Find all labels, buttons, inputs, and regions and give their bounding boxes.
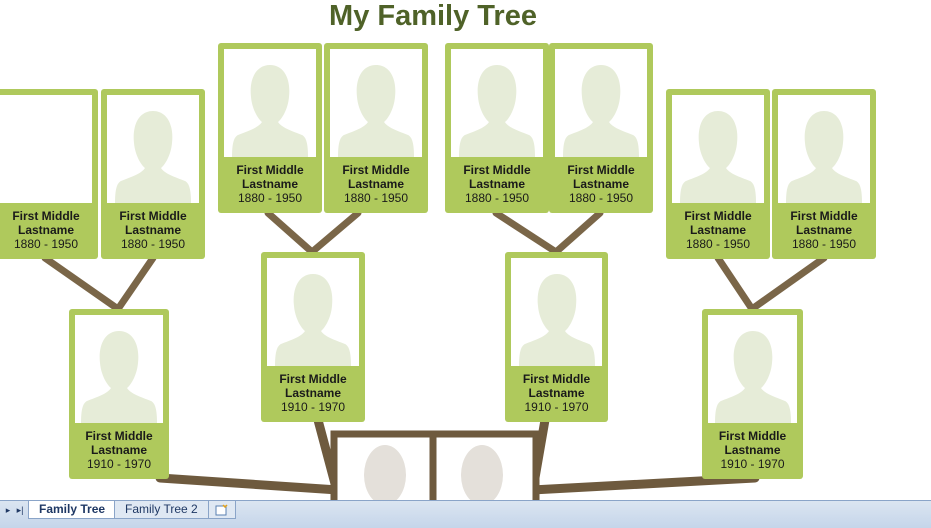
parent-silhouette-icon [461,445,503,500]
person-years: 1910 - 1970 [524,400,589,414]
person-name: First Middle [342,163,410,177]
person-years: 1880 - 1950 [791,237,857,251]
person-years: 1880 - 1950 [237,191,303,205]
sheet-tab-bar: ▸ ▸| Family Tree Family Tree 2 [0,500,931,528]
person-silhouette-icon [275,274,351,366]
person-surname: Lastname [241,177,299,191]
photo-frame[interactable] [672,95,764,203]
parent-silhouette-icon [364,445,406,500]
person-name: First Middle [279,372,347,386]
photo-frame[interactable] [224,49,316,157]
person-silhouette-icon [338,65,414,157]
tab-family-tree-2[interactable]: Family Tree 2 [114,501,209,519]
person-name: First Middle [567,163,635,177]
person-silhouette-icon [680,111,756,203]
tab-family-tree[interactable]: Family Tree [28,501,117,519]
photo-frame[interactable] [555,49,647,157]
great-grandparent-card[interactable]: First Middle Lastname 1880 - 1950 [0,89,98,259]
person-silhouette-icon [518,274,595,366]
person-silhouette-icon [232,65,308,157]
person-surname: Lastname [90,443,148,457]
grandparent-card[interactable]: First Middle Lastname 1910 - 1970 [69,309,169,479]
person-name: First Middle [522,372,591,386]
person-silhouette-icon [563,65,639,157]
person-surname: Lastname [468,177,526,191]
worksheet-canvas: My Family Tree First Middle Lastname 188 [0,0,876,500]
person-surname: Lastname [689,223,747,237]
great-grandparent-card[interactable]: First Middle Lastname 1880 - 1950 [549,43,653,213]
great-grandparent-card[interactable]: First Middle Lastname 1880 - 1950 [324,43,428,213]
person-years: 1880 - 1950 [685,237,751,251]
last-sheet-button[interactable]: ▸| [16,505,24,515]
page-title: My Family Tree [329,0,537,32]
insert-sheet-button[interactable] [208,501,236,519]
person-years: 1880 - 1950 [343,191,409,205]
person-surname: Lastname [724,443,781,457]
photo-frame[interactable] [330,49,422,157]
great-grandparent-card[interactable]: First Middle Lastname 1880 - 1950 [666,89,770,259]
grandparent-card[interactable]: First Middle Lastname 1910 - 1970 [261,252,365,422]
person-years: 1880 - 1950 [13,237,79,251]
great-grandparent-card[interactable]: First Middle Lastname 1880 - 1950 [101,89,205,259]
great-grandparent-card[interactable]: First Middle Lastname 1880 - 1950 [772,89,876,259]
person-name: First Middle [236,163,304,177]
person-silhouette-icon [714,331,791,423]
great-grandparent-card[interactable]: First Middle Lastname 1880 - 1950 [218,43,322,213]
person-surname: Lastname [572,177,630,191]
person-silhouette-icon [786,111,862,203]
person-surname: Lastname [795,223,853,237]
person-name: First Middle [463,163,531,177]
person-name: First Middle [684,209,752,223]
person-surname: Lastname [528,386,585,400]
person-years: 1880 - 1950 [568,191,634,205]
person-surname: Lastname [347,177,405,191]
grandparent-card[interactable]: First Middle Lastname 1910 - 1970 [702,309,803,479]
person-name: First Middle [85,429,153,443]
person-years: 1880 - 1950 [464,191,530,205]
tab-label: Family Tree 2 [125,502,198,516]
photo-frame[interactable] [267,258,359,366]
parents-frame[interactable] [330,430,540,500]
photo-frame[interactable] [0,95,92,203]
great-grandparent-card[interactable]: First Middle Lastname 1880 - 1950 [445,43,549,213]
person-name: First Middle [790,209,858,223]
person-surname: Lastname [17,223,75,237]
person-years: 1910 - 1970 [720,457,785,471]
photo-frame[interactable] [511,258,602,366]
photo-frame[interactable] [107,95,199,203]
person-name: First Middle [718,429,787,443]
person-years: 1910 - 1970 [86,457,152,471]
person-silhouette-icon [459,65,535,157]
photo-frame[interactable] [778,95,870,203]
person-name: First Middle [119,209,187,223]
person-years: 1910 - 1970 [280,400,346,414]
person-name: First Middle [12,209,80,223]
photo-frame[interactable] [75,315,163,423]
person-years: 1880 - 1950 [120,237,186,251]
person-silhouette-icon [81,331,157,423]
next-sheet-button[interactable]: ▸ [5,505,11,515]
grandparent-card[interactable]: First Middle Lastname 1910 - 1970 [505,252,608,422]
person-surname: Lastname [284,386,342,400]
person-silhouette-icon [115,111,191,203]
tab-label: Family Tree [39,502,106,516]
photo-frame[interactable] [708,315,797,423]
photo-frame[interactable] [451,49,543,157]
insert-sheet-icon [215,504,228,516]
person-surname: Lastname [124,223,182,237]
